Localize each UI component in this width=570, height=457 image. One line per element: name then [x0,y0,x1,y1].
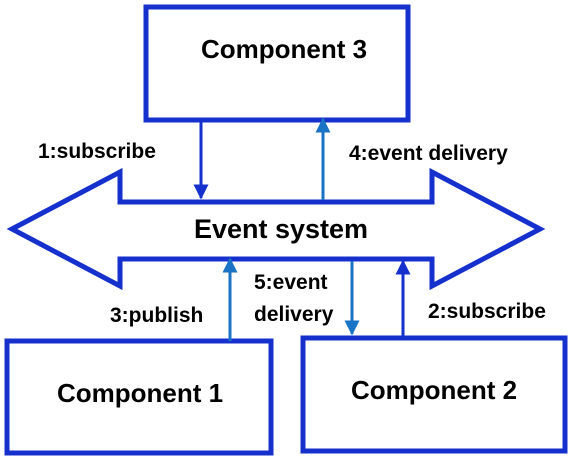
subscribe-label-c2: 2:subscribe [428,300,546,323]
event-system-node: Event system [6,167,546,291]
delivery-label-c3: 4:event delivery [349,142,508,165]
component-1-label: Component 1 [57,378,223,408]
component-2-node: Component 2 [300,335,568,454]
delivery-label-c2-line1: 5:event [254,271,328,294]
component-2-label: Component 2 [351,375,517,405]
component-3-label: Component 3 [201,34,367,64]
event-system-label: Event system [194,214,368,244]
component-2-box [300,335,568,454]
delivery-label-c2-line2: delivery [254,303,334,326]
event-system-shape [6,167,546,291]
component-1-box [4,338,274,456]
component-3-node: Component 3 [143,4,411,123]
subscribe-label-c3: 1:subscribe [38,140,156,163]
component-1-node: Component 1 [4,338,274,456]
component-3-box [143,4,411,123]
publish-label-c1: 3:publish [110,304,203,327]
